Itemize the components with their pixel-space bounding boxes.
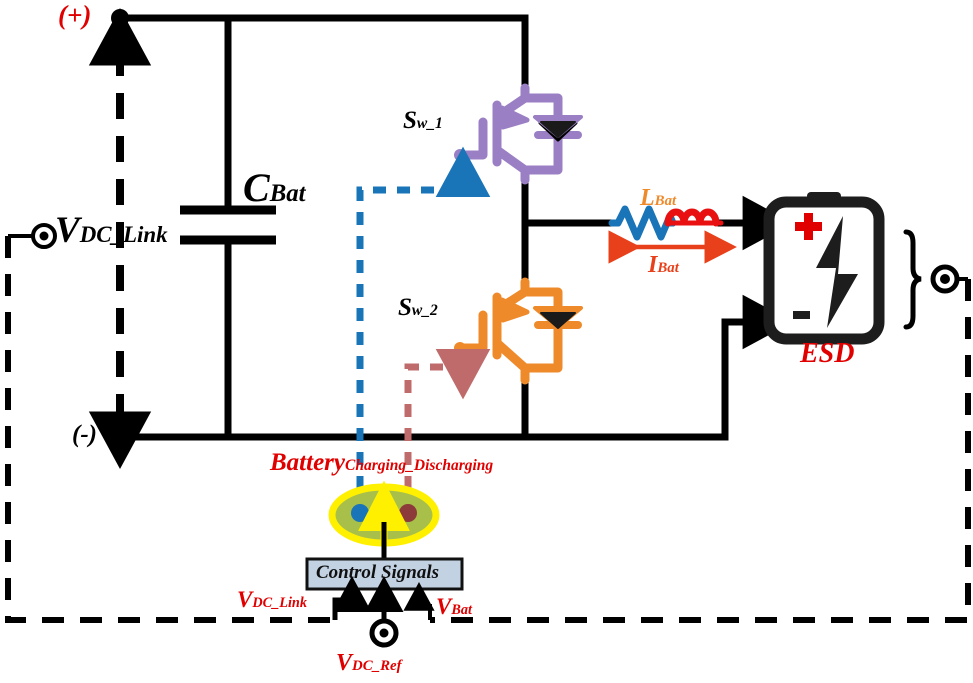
battery-mode-label: BatteryCharging_Discharging [270, 450, 493, 475]
control-signals-label: Control Signals [316, 562, 440, 583]
terminal-vdc-ref [369, 618, 399, 648]
vdcref-sub: DC_Ref [352, 658, 402, 674]
fb-vbat-main: V [436, 594, 452, 619]
switch-sw2[interactable] [454, 277, 583, 385]
sw1-sub: w_1 [416, 115, 443, 132]
terminal-vdc-link-left [8, 223, 57, 249]
dc-bus-negative-label: (-) [72, 421, 97, 448]
node-dc-positive [111, 9, 129, 27]
vdcref-main: V [336, 650, 353, 676]
ibat-label: IBat [648, 253, 679, 277]
charging-dot [351, 504, 369, 522]
capacitor-cbat [180, 205, 276, 245]
gate-signal-charging [356, 146, 491, 513]
sw1-main: S [403, 107, 417, 134]
inductor-lbat [608, 205, 724, 241]
fb-vdclink-main: V [237, 587, 253, 612]
dc-bus-positive-label: (+) [58, 0, 92, 30]
esd-label: ESD [800, 338, 855, 369]
switch-sw1-label: Sw_1 [403, 108, 443, 133]
gate-signal-discharging [404, 349, 491, 513]
capacitor-label: CBat [243, 168, 306, 208]
switch-sw1[interactable] [454, 83, 583, 185]
vdc-link-label: VDC_Link [55, 212, 168, 249]
capacitor-sub: Bat [269, 180, 306, 207]
fb-vbat-sub: Bat [451, 602, 472, 618]
battery-mode-main: Battery [270, 449, 345, 476]
feedback-vdc-link-label: VDC_Link [237, 588, 307, 611]
vdc-link-sub: DC_Link [79, 222, 168, 247]
power-wires [116, 14, 793, 441]
ibat-main: I [648, 252, 658, 278]
feedback-vbat-label: VBat [436, 595, 472, 618]
discharging-dot [399, 504, 417, 522]
sw2-sub: w_2 [411, 302, 438, 319]
inductor-main: L [640, 185, 655, 211]
battery-mode-sub: Charging_Discharging [345, 457, 494, 474]
ibat-sub: Bat [657, 260, 679, 276]
vdc-link-main: V [55, 210, 80, 251]
inductor-sub: Bat [654, 193, 677, 209]
feedback-dashed-loop [5, 236, 971, 623]
switch-sw2-label: Sw_2 [398, 295, 438, 320]
inductor-label: LBat [640, 186, 676, 210]
vdc-ref-label: VDC_Ref [336, 651, 402, 675]
terminal-esd-right [903, 229, 968, 330]
capacitor-main: C [243, 165, 270, 210]
esd-battery-icon [763, 192, 885, 345]
sw2-main: S [398, 294, 412, 321]
fb-vdclink-sub: DC_Link [252, 595, 307, 611]
